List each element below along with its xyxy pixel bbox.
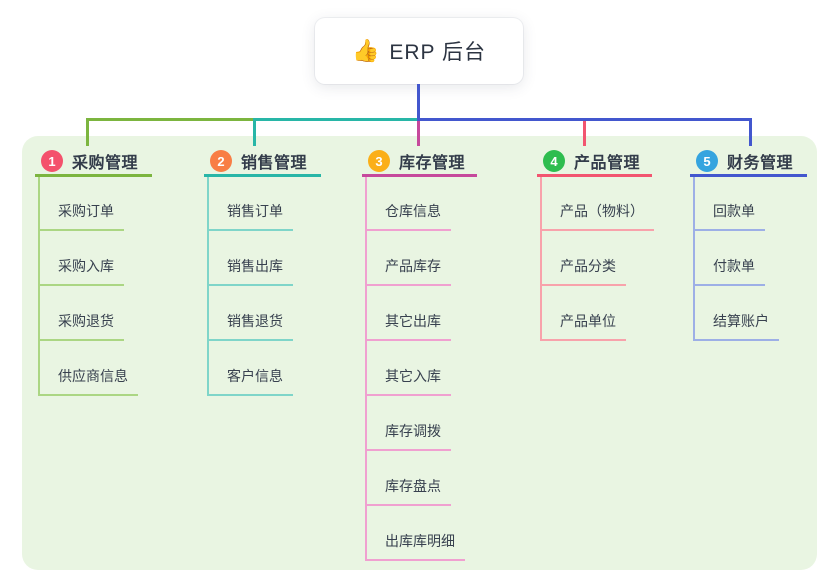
- branch-drop-line: [749, 118, 752, 146]
- child-underline: [207, 394, 293, 396]
- child-underline: [693, 229, 765, 231]
- branch-child-rail: [693, 177, 695, 341]
- child-item[interactable]: 仓库信息: [385, 203, 441, 219]
- branch-drop-line: [253, 118, 256, 146]
- branch-title: 财务管理: [727, 155, 794, 172]
- child-underline: [38, 394, 138, 396]
- child-underline: [693, 284, 765, 286]
- branch-number-badge: 4: [543, 150, 565, 172]
- child-item[interactable]: 采购退货: [58, 313, 114, 329]
- child-item[interactable]: 出库库明细: [385, 533, 455, 549]
- branch-header[interactable]: 4 产品管理: [543, 149, 640, 173]
- branch-underline: [35, 174, 152, 177]
- branch-number-badge: 1: [41, 150, 63, 172]
- child-underline: [38, 284, 124, 286]
- child-item[interactable]: 供应商信息: [58, 368, 128, 384]
- child-item[interactable]: 付款单: [713, 258, 755, 274]
- child-underline: [365, 449, 451, 451]
- child-item[interactable]: 销售退货: [227, 313, 283, 329]
- branch-number-badge: 5: [696, 150, 718, 172]
- child-underline: [38, 339, 124, 341]
- root-label: ERP 后台: [389, 41, 487, 64]
- branch-underline: [362, 174, 477, 177]
- branch-title: 库存管理: [399, 155, 466, 172]
- child-item[interactable]: 产品单位: [560, 313, 616, 329]
- child-item[interactable]: 其它出库: [385, 313, 441, 329]
- branch-child-rail: [207, 177, 209, 396]
- branch-title: 产品管理: [574, 155, 641, 172]
- branch-number-badge: 2: [210, 150, 232, 172]
- child-underline: [365, 284, 451, 286]
- branch-drop-line: [86, 118, 89, 146]
- child-underline: [207, 284, 293, 286]
- branch-title: 采购管理: [72, 155, 139, 172]
- child-item[interactable]: 回款单: [713, 203, 755, 219]
- branch-drop-line: [583, 121, 586, 146]
- child-item[interactable]: 客户信息: [227, 368, 283, 384]
- child-item[interactable]: 销售出库: [227, 258, 283, 274]
- bus-segment-purchase: [86, 118, 256, 121]
- child-item[interactable]: 库存调拨: [385, 423, 441, 439]
- child-underline: [365, 229, 451, 231]
- bus-segment-sales: [253, 118, 420, 121]
- child-underline: [365, 504, 451, 506]
- branch-header[interactable]: 5 财务管理: [696, 149, 793, 173]
- child-underline: [365, 559, 465, 561]
- bus-segment-finance: [417, 118, 752, 121]
- branch-child-rail: [38, 177, 40, 396]
- root-connector-line: [417, 84, 420, 121]
- child-underline: [38, 229, 124, 231]
- child-item[interactable]: 产品（物料）: [560, 203, 644, 219]
- branch-underline: [690, 174, 807, 177]
- child-item[interactable]: 其它入库: [385, 368, 441, 384]
- child-underline: [693, 339, 779, 341]
- child-underline: [540, 229, 654, 231]
- branch-header[interactable]: 1 采购管理: [41, 149, 138, 173]
- child-item[interactable]: 采购订单: [58, 203, 114, 219]
- child-underline: [207, 339, 293, 341]
- child-underline: [540, 284, 626, 286]
- child-underline: [365, 394, 451, 396]
- branch-drop-line: [417, 121, 420, 146]
- child-item[interactable]: 销售订单: [227, 203, 283, 219]
- child-item[interactable]: 库存盘点: [385, 478, 441, 494]
- root-node[interactable]: 👍 ERP 后台: [315, 18, 523, 84]
- background-panel: [22, 136, 817, 570]
- child-item[interactable]: 结算账户: [713, 313, 769, 329]
- branch-child-rail: [540, 177, 542, 341]
- branch-underline: [537, 174, 652, 177]
- thumbs-up-icon: 👍: [351, 38, 380, 63]
- branch-child-rail: [365, 177, 367, 561]
- branch-title: 销售管理: [241, 155, 308, 172]
- child-item[interactable]: 采购入库: [58, 258, 114, 274]
- child-underline: [365, 339, 451, 341]
- branch-header[interactable]: 2 销售管理: [210, 149, 307, 173]
- child-item[interactable]: 产品分类: [560, 258, 616, 274]
- branch-header[interactable]: 3 库存管理: [368, 149, 465, 173]
- child-underline: [207, 229, 293, 231]
- branch-underline: [204, 174, 321, 177]
- child-underline: [540, 339, 626, 341]
- child-item[interactable]: 产品库存: [385, 258, 441, 274]
- branch-number-badge: 3: [368, 150, 390, 172]
